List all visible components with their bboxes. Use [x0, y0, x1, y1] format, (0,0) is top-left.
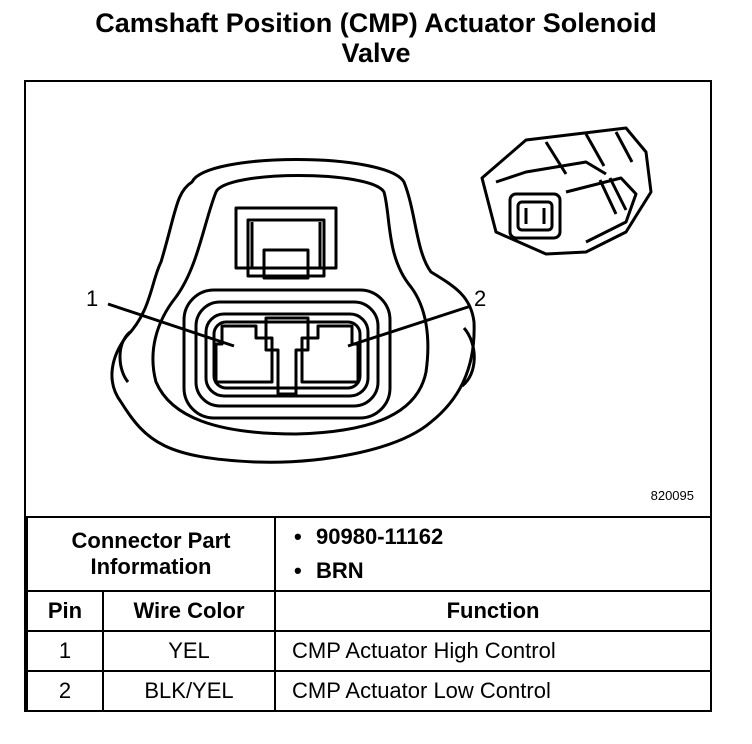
connector-diagram: 1 2 820095 — [26, 82, 710, 516]
header-wire-color: Wire Color — [101, 590, 277, 632]
part-number: 90980-11162 — [316, 520, 710, 554]
terminal-1 — [214, 324, 274, 384]
pin-2-callout: 2 — [474, 286, 487, 311]
connector-part-label-line-2: Information — [90, 554, 212, 579]
connector-info-table: Connector Part Information 90980-11162 B… — [25, 516, 713, 712]
connector-body-outline — [151, 174, 430, 436]
wire-color-cell: YEL — [101, 630, 277, 672]
connector-housing-outline — [110, 158, 476, 464]
connector-perspective-view — [480, 126, 653, 256]
cavity-ring-2 — [194, 300, 380, 408]
connector-drawing — [107, 126, 653, 464]
connector-part-values: 90980-11162 BRN — [274, 516, 713, 592]
connector-part-row: Connector Part Information 90980-11162 B… — [25, 516, 713, 592]
terminal-2 — [300, 324, 360, 384]
page-title: Camshaft Position (CMP) Actuator Solenoi… — [0, 8, 752, 68]
function-cell: CMP Actuator Low Control — [274, 670, 713, 712]
table-row: 2 BLK/YEL CMP Actuator Low Control — [26, 670, 713, 712]
connector-frame: 1 2 820095 Connector Part Information 90… — [24, 80, 713, 712]
center-key — [264, 316, 310, 396]
table-header-row: Pin Wire Color Function — [26, 590, 713, 632]
figure-code: 820095 — [650, 488, 694, 503]
pin-1-leader — [107, 302, 235, 348]
pin-1-callout: 1 — [86, 286, 99, 311]
function-cell: CMP Actuator High Control — [274, 630, 713, 672]
title-line-2: Valve — [341, 38, 411, 68]
pin-cell: 1 — [26, 630, 104, 672]
connector-part-label-line-1: Connector Part — [71, 528, 231, 553]
header-pin: Pin — [26, 590, 104, 632]
cavity-ring-4 — [212, 320, 362, 390]
latch-tab — [262, 248, 310, 280]
pin-cell: 2 — [26, 670, 104, 712]
latch-inner — [246, 218, 326, 278]
pin-2-leader — [347, 304, 472, 348]
cavity-ring-3 — [204, 312, 370, 398]
right-mount-tab — [460, 327, 476, 388]
connector-part-label: Connector Part Information — [25, 516, 277, 592]
header-function: Function — [274, 590, 713, 632]
table-row: 1 YEL CMP Actuator High Control — [26, 630, 713, 672]
wire-color-cell: BLK/YEL — [101, 670, 277, 712]
connector-color: BRN — [316, 554, 710, 588]
latch-outer — [234, 206, 338, 270]
cavity-ring-1 — [182, 288, 392, 420]
left-mount-tab — [118, 330, 132, 383]
title-line-1: Camshaft Position (CMP) Actuator Solenoi… — [95, 8, 657, 38]
